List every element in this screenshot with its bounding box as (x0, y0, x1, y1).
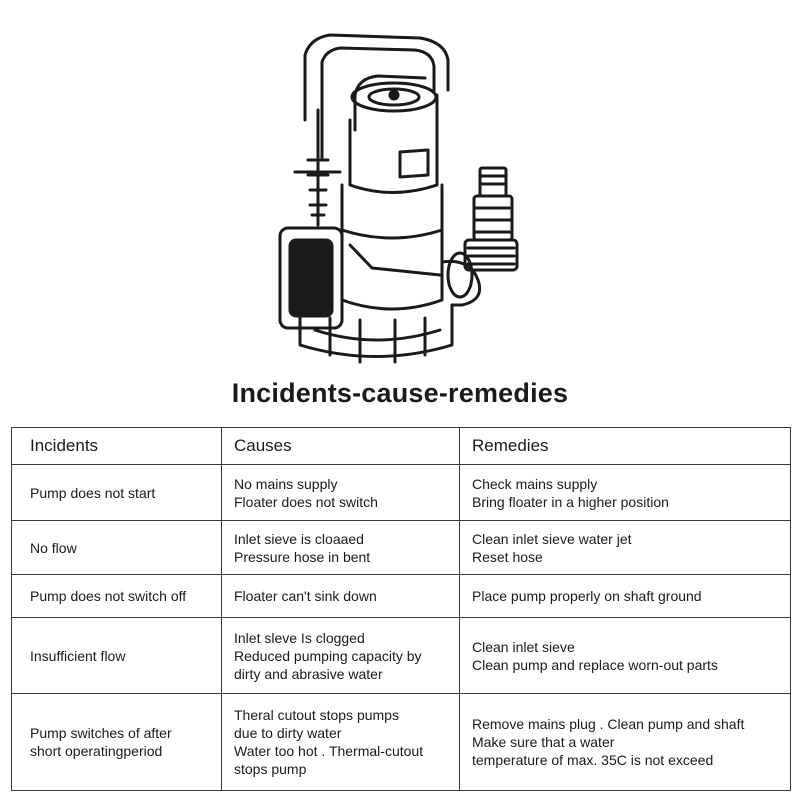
submersible-pump-icon (278, 33, 519, 364)
cause-text: Pressure hose in bent (234, 548, 371, 565)
remedy-cell: Remove mains plug . Clean pump and shaft… (459, 693, 791, 791)
cause-text: No mains supply (234, 475, 338, 492)
table-row: No flow Inlet sieve is cloaaed Pressure … (11, 520, 791, 575)
cause-cell: Inlet sleve Is clogged Reduced pumping c… (221, 617, 460, 694)
remedy-text: Clean inlet sieve water jet (472, 530, 632, 547)
remedy-text: Clean inlet sieve (472, 638, 575, 655)
incident-text: Insufficient flow (30, 647, 126, 664)
remedy-text: Reset hose (472, 548, 543, 565)
incident-text: Pump switches of after (30, 725, 172, 741)
remedy-text: Make sure that a water (472, 734, 615, 750)
cause-cell: Floater can't sink down (221, 574, 460, 618)
header-incidents: Incidents (11, 427, 222, 465)
incident-cell: Pump does not start (11, 464, 222, 521)
remedy-text: Clean pump and replace worn-out parts (472, 656, 718, 673)
remedy-cell: Check mains supply Bring floater in a hi… (459, 464, 791, 521)
table-row: Insufficient flow Inlet sleve Is clogged… (11, 617, 791, 694)
incident-cell: No flow (11, 520, 222, 575)
table-row: Pump does not switch off Floater can't s… (11, 574, 791, 618)
incident-text: Pump does not start (30, 484, 156, 501)
incident-cell: Pump does not switch off (11, 574, 222, 618)
cause-text: dirty and abrasive water (234, 665, 383, 682)
remedy-text: Check mains supply (472, 475, 598, 492)
cause-text: Theral cutout stops pumps (234, 707, 399, 723)
cause-text: Floater does not switch (234, 493, 378, 510)
header-causes: Causes (221, 427, 460, 465)
cause-text: Water too hot . Thermal-cutout (234, 743, 424, 759)
table-row: Pump switches of after short operatingpe… (11, 693, 791, 791)
cause-text: Inlet sleve Is clogged (234, 629, 365, 646)
troubleshooting-table: Incidents Causes Remedies Pump does not … (11, 427, 791, 791)
cause-text: due to dirty water (234, 725, 342, 741)
cause-text: Floater can't sink down (234, 588, 377, 604)
table-header-row: Incidents Causes Remedies (11, 427, 791, 465)
incident-text: Pump does not switch off (30, 588, 187, 604)
remedy-cell: Clean inlet sieve Clean pump and replace… (459, 617, 791, 694)
incident-text: short operatingperiod (30, 743, 163, 759)
pump-illustration (0, 0, 800, 375)
incident-cell: Insufficient flow (11, 617, 222, 694)
remedy-text: Place pump properly on shaft ground (472, 588, 702, 604)
remedy-text: Remove mains plug . Clean pump and shaft (472, 716, 745, 732)
remedy-cell: Place pump properly on shaft ground (459, 574, 791, 618)
cause-text: Inlet sieve is cloaaed (234, 530, 364, 547)
cause-cell: No mains supply Floater does not switch (221, 464, 460, 521)
remedy-cell: Clean inlet sieve water jet Reset hose (459, 520, 791, 575)
page-title: Incidents-cause-remedies (231, 378, 569, 408)
header-remedies: Remedies (459, 427, 791, 465)
table-row: Pump does not start No mains supply Floa… (11, 464, 791, 521)
cause-text: stops pump (234, 761, 307, 777)
incident-cell: Pump switches of after short operatingpe… (11, 693, 222, 791)
cause-cell: Inlet sieve is cloaaed Pressure hose in … (221, 520, 460, 575)
remedy-text: temperature of max. 35C is not exceed (472, 752, 714, 768)
remedy-text: Bring floater in a higher position (472, 493, 669, 510)
cause-text: Reduced pumping capacity by (234, 647, 422, 664)
incident-text: No flow (30, 539, 77, 556)
cause-cell: Theral cutout stops pumps due to dirty w… (221, 693, 460, 791)
